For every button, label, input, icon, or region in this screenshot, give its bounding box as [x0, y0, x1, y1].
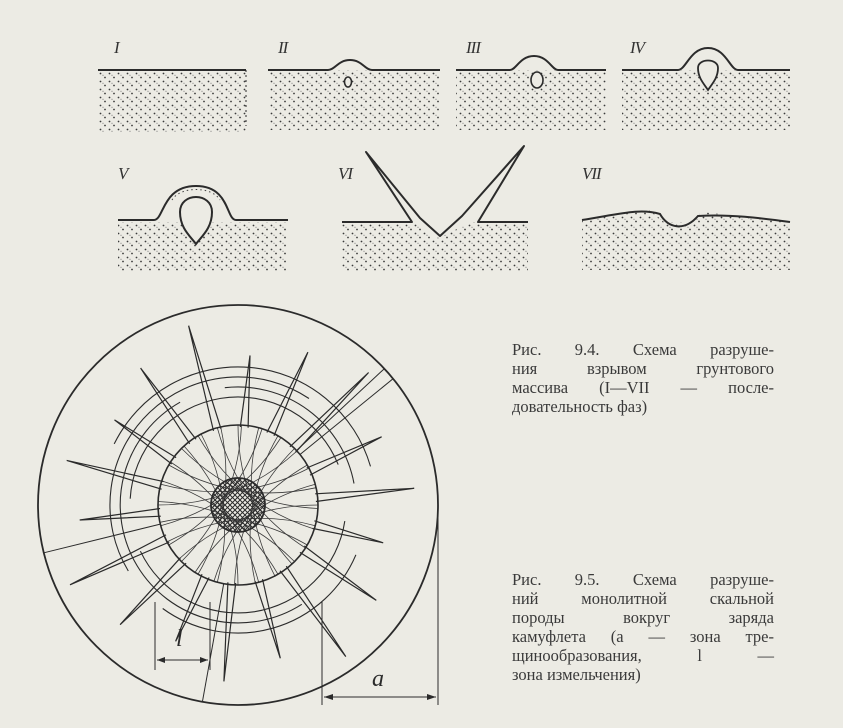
radial-crack [289, 372, 370, 453]
phase-i-diagram [98, 69, 247, 132]
radial-crack [299, 545, 377, 601]
phase-label-i: I [114, 38, 120, 57]
crack-ring-arc [109, 376, 310, 572]
radial-crack [254, 578, 281, 659]
crack-ring-arc [162, 554, 357, 634]
dimension-label-l: l [176, 626, 183, 652]
radial-boundary-line [201, 583, 225, 702]
crushing-zone-circle [157, 424, 319, 586]
dimension-a [321, 505, 439, 705]
radial-crack [266, 351, 309, 437]
radial-boundary-line [296, 368, 385, 451]
radial-crack [114, 419, 177, 465]
radial-cracks [43, 325, 415, 702]
radial-crack [239, 355, 251, 428]
phase-ii-diagram [268, 58, 440, 130]
phase-v-diagram [118, 184, 288, 272]
radial-crack [175, 573, 210, 642]
crack-ring-arc [224, 386, 355, 484]
figure-9-4-caption: Рис. 9.4. Схема разруше- ния взрывом гру… [512, 340, 774, 416]
phase-iv-diagram [622, 46, 790, 130]
camouflet-fracture-diagram [37, 304, 439, 706]
crack-ring-arc [129, 396, 339, 499]
radial-crack [119, 557, 187, 626]
phase-vii-diagram [581, 210, 791, 270]
figure-9-5-caption: Рис. 9.5. Схема разруше- ний монолитной … [512, 570, 774, 684]
radial-boundary-line [43, 523, 161, 554]
charge-core [210, 477, 266, 533]
radial-crack [69, 534, 170, 586]
radial-crack [79, 507, 161, 521]
phase-vi-diagram [342, 145, 528, 272]
radial-boundary-line [299, 378, 394, 455]
radial-crack [188, 325, 222, 432]
dimension-label-a: a [372, 666, 384, 692]
phase-label-vi: VI [338, 164, 353, 183]
phase-label-iv: IV [630, 38, 645, 57]
radial-crack [66, 459, 164, 490]
dimension-l [154, 602, 211, 670]
phase-iii-diagram [456, 54, 606, 130]
phase-label-ii: II [278, 38, 288, 57]
radial-crack [223, 582, 237, 682]
radial-crack [306, 436, 382, 476]
radial-crack [312, 520, 384, 544]
phase-label-v: V [118, 164, 128, 183]
phase-label-iii: III [466, 38, 481, 57]
radial-crack [315, 487, 415, 503]
radial-crack [140, 367, 197, 445]
phase-label-vii: VII [582, 164, 602, 183]
crack-ring-arc [119, 401, 303, 624]
radial-crack [279, 565, 347, 657]
